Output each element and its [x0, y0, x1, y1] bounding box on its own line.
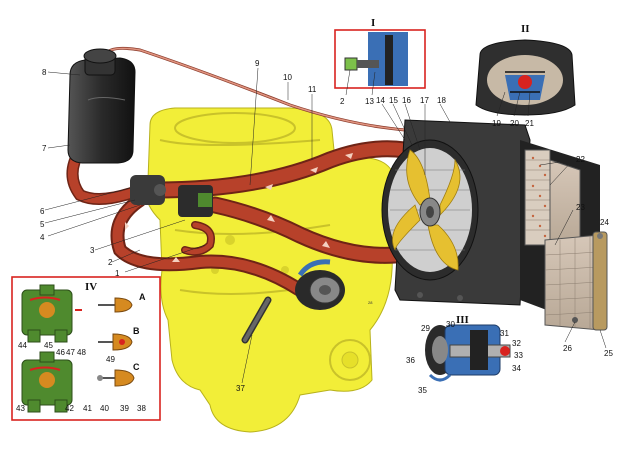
callout-34: 34	[512, 364, 521, 373]
callout-46: 46	[56, 348, 65, 357]
callout-19: 19	[492, 119, 501, 128]
callout-45: 45	[44, 341, 53, 350]
callout-22: 22	[576, 155, 585, 164]
callout-17: 17	[420, 96, 429, 105]
thermostat-assembly	[130, 175, 213, 217]
callout-30: 30	[446, 320, 455, 329]
callout-49: 49	[106, 355, 115, 364]
callout-29: 29	[421, 324, 430, 333]
callout-11: 11	[308, 85, 317, 94]
callout-10: 10	[283, 73, 292, 82]
inset-label-i: I	[371, 17, 375, 29]
callout-20: 20	[510, 119, 519, 128]
inset-i	[334, 29, 426, 89]
callout-42: 42	[65, 404, 74, 413]
inset-iii	[425, 324, 511, 382]
callout-44: 44	[18, 341, 27, 350]
callout-18: 18	[437, 96, 446, 105]
engine-tiny-label-28: 28	[368, 300, 373, 305]
callout-31: 31	[500, 329, 509, 338]
callout-48: 48	[77, 348, 86, 357]
water-pump	[295, 259, 345, 310]
callout-23: 23	[576, 203, 585, 212]
fan-assembly	[381, 139, 479, 281]
callout-8: 8	[42, 68, 47, 77]
callout-26: 26	[563, 344, 572, 353]
coolant-hoses	[66, 46, 414, 344]
callout-labels: 1 2 3 4 5 6 7 8 9 10 11 2 13 14 15 16 17…	[16, 59, 613, 413]
callout-4: 4	[40, 233, 45, 242]
callout-41: 41	[83, 404, 92, 413]
callout-25: 25	[604, 349, 613, 358]
engine-tiny-label-27: 27	[340, 288, 345, 293]
expansion-tank	[67, 48, 136, 164]
callout-3: 3	[90, 246, 95, 255]
inset-label-iii: III	[456, 314, 469, 326]
callout-24: 24	[600, 218, 609, 227]
leader-lines	[44, 67, 607, 384]
callout-7: 7	[42, 144, 47, 153]
callout-33: 33	[514, 351, 523, 360]
sub-label-b: B	[133, 326, 140, 336]
callout-39: 39	[120, 404, 129, 413]
callout-21: 21	[525, 119, 534, 128]
callout-1: 1	[115, 269, 120, 278]
callout-38: 38	[137, 404, 146, 413]
callout-37: 37	[236, 384, 245, 393]
inset-iv	[11, 276, 161, 421]
callout-43: 43	[16, 404, 25, 413]
callout-35: 35	[418, 386, 427, 395]
callout-14: 14	[376, 96, 385, 105]
flow-arrows	[125, 153, 353, 262]
callout-40: 40	[100, 404, 109, 413]
callout-13: 13	[365, 97, 374, 106]
callout-2-inset: 2	[340, 97, 345, 106]
sub-label-c: C	[133, 362, 140, 372]
callout-15: 15	[389, 96, 398, 105]
callout-2: 2	[108, 258, 113, 267]
callout-16: 16	[402, 96, 411, 105]
callout-47: 47	[66, 348, 75, 357]
inset-ii	[475, 39, 576, 116]
callout-5: 5	[40, 220, 45, 229]
callout-32: 32	[512, 339, 521, 348]
sub-label-a: A	[139, 292, 146, 302]
inset-label-ii: II	[521, 23, 530, 35]
callout-9: 9	[255, 59, 260, 68]
callout-36: 36	[406, 356, 415, 365]
callout-6: 6	[40, 207, 45, 216]
inset-label-iv: IV	[85, 281, 97, 293]
